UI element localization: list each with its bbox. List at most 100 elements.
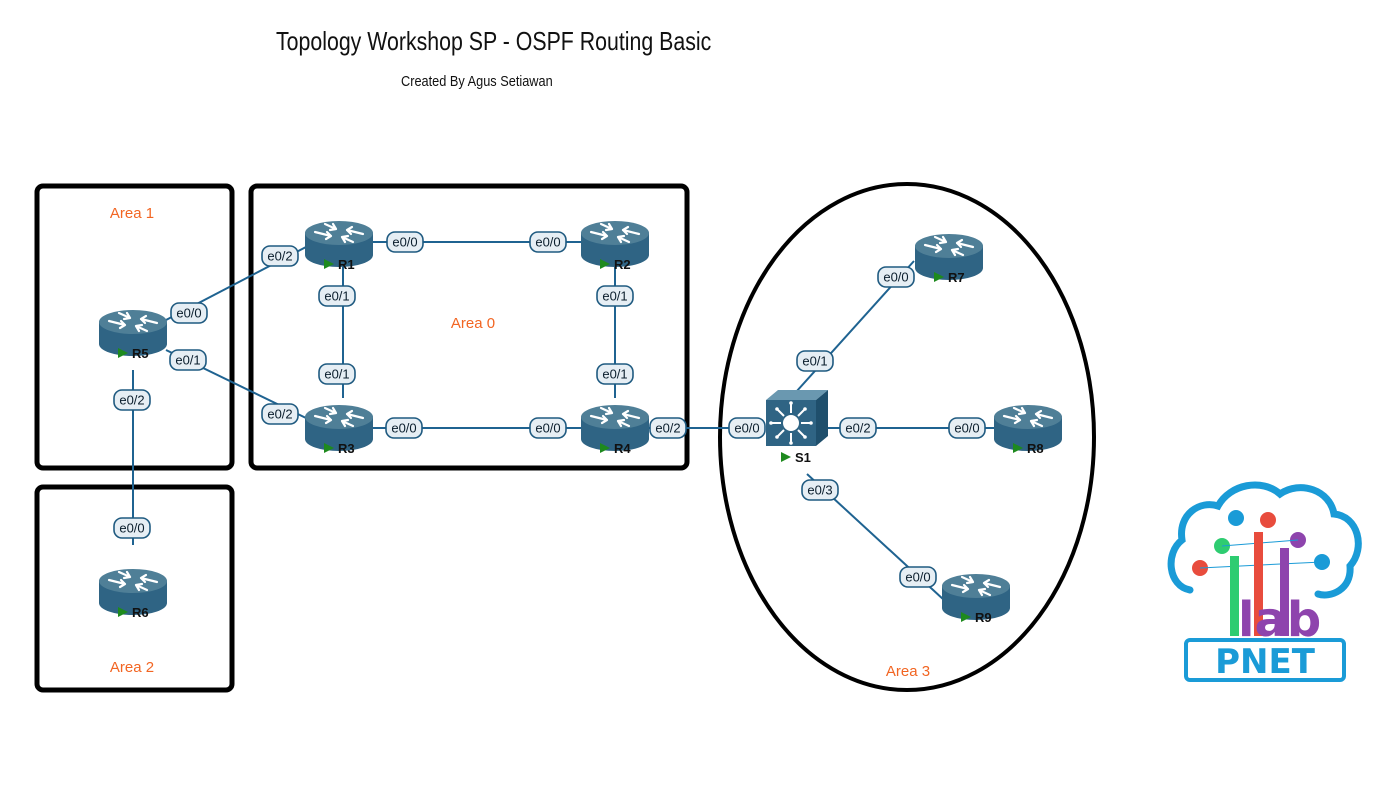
router-r9[interactable] <box>942 574 1010 620</box>
device-label-s1[interactable]: S1 <box>795 450 811 465</box>
arrow-in-right-icon <box>621 409 641 420</box>
port-r5-e0-1-text: e0/1 <box>175 353 200 368</box>
arrow-out-down-icon <box>340 234 355 244</box>
arrow-in-left-icon <box>1002 414 1022 425</box>
arrow-in-left-icon <box>589 414 609 425</box>
port-r5-e0-1[interactable]: e0/1 <box>169 349 207 371</box>
router-top <box>305 405 373 429</box>
diagram-subtitle: Created By Agus Setiawan <box>401 73 553 90</box>
router-r8[interactable] <box>994 405 1062 451</box>
port-r1-e0-0-bg <box>386 231 424 253</box>
device-label-r6[interactable]: R6 <box>132 605 149 620</box>
switch-s1[interactable] <box>766 390 828 446</box>
port-r1-e0-1[interactable]: e0/1 <box>318 285 356 307</box>
device-label-r8[interactable]: R8 <box>1027 441 1044 456</box>
port-r4-e0-2[interactable]: e0/2 <box>649 417 687 439</box>
running-status-icon <box>324 443 334 453</box>
port-r1-e0-0[interactable]: e0/0 <box>386 231 424 253</box>
router-r1[interactable] <box>305 221 373 267</box>
device-label-r7[interactable]: R7 <box>948 270 965 285</box>
device-label-r5[interactable]: R5 <box>132 346 149 361</box>
logo-pnet-text: PNET <box>1215 642 1316 682</box>
arrow-in-left-icon <box>313 230 333 241</box>
network-node-icon <box>1228 510 1244 526</box>
port-s1-e0-1-text: e0/1 <box>802 354 827 369</box>
port-r4-e0-1[interactable]: e0/1 <box>596 363 634 385</box>
switch-side <box>816 390 828 446</box>
arrow-out-down-icon <box>134 582 149 592</box>
device-label-r4[interactable]: R4 <box>614 441 631 456</box>
port-r4-e0-0-bg <box>529 417 567 439</box>
port-labels-layer: e0/0 e0/0 e0/1 e0/1 e0/1 e0/1 e0/0 e0/0 e0/0 e0/2… <box>113 231 986 588</box>
device-label-r1[interactable]: R1 <box>338 257 355 272</box>
arrow-in-right-icon <box>621 225 641 236</box>
port-r9-e0-0[interactable]: e0/0 <box>899 566 937 588</box>
router-r6[interactable] <box>99 569 167 615</box>
router-r2[interactable] <box>581 221 649 267</box>
arrow-out-up-icon <box>323 222 338 232</box>
router-r3[interactable] <box>305 405 373 451</box>
port-r3-e0-1[interactable]: e0/1 <box>318 363 356 385</box>
port-r4-e0-0[interactable]: e0/0 <box>529 417 567 439</box>
area-boundary-area3 <box>718 182 1096 692</box>
port-s1-e0-3[interactable]: e0/3 <box>801 479 839 501</box>
arrow-in-left-icon <box>107 578 127 589</box>
port-r7-e0-0-bg <box>877 266 915 288</box>
port-r5-e0-2[interactable]: e0/2 <box>113 389 151 411</box>
running-status-icon <box>781 452 791 462</box>
area-label-area2: Area 2 <box>110 659 154 676</box>
port-r6-e0-0[interactable]: e0/0 <box>113 517 151 539</box>
arrow-in-right-icon <box>345 409 365 420</box>
router-top <box>305 221 373 245</box>
device-label-r9[interactable]: R9 <box>975 610 992 625</box>
network-node-icon <box>1260 512 1276 528</box>
port-r9-e0-0-text: e0/0 <box>905 570 930 585</box>
port-s1-e0-2-bg <box>839 417 877 439</box>
running-status-icon <box>118 348 128 358</box>
router-top <box>915 234 983 258</box>
router-r7[interactable] <box>915 234 983 280</box>
area-label-area3: Area 3 <box>886 663 930 680</box>
router-top <box>99 310 167 334</box>
port-r7-e0-0[interactable]: e0/0 <box>877 266 915 288</box>
router-top <box>581 221 649 245</box>
port-r2-e0-1[interactable]: e0/1 <box>596 285 634 307</box>
port-s1-e0-0[interactable]: e0/0 <box>728 417 766 439</box>
area-boundary-area0 <box>248 183 690 471</box>
arrow-out-up-icon <box>599 406 614 416</box>
running-status-icon <box>961 612 971 622</box>
port-r4-e0-2-text: e0/2 <box>655 421 680 436</box>
port-s1-e0-0-bg <box>728 417 766 439</box>
port-r1-e0-2-text: e0/2 <box>267 249 292 264</box>
port-r1-e0-2[interactable]: e0/2 <box>261 245 299 267</box>
port-r9-e0-0-bg <box>899 566 937 588</box>
port-r2-e0-0-bg <box>529 231 567 253</box>
logo-bar-stroke <box>1280 548 1289 636</box>
device-label-r2[interactable]: R2 <box>614 257 631 272</box>
router-r4[interactable] <box>581 405 649 451</box>
device-label-r3[interactable]: R3 <box>338 441 355 456</box>
port-r2-e0-0-text: e0/0 <box>535 235 560 250</box>
port-r3-e0-0[interactable]: e0/0 <box>385 417 423 439</box>
running-status-icon <box>600 443 610 453</box>
arrow-out-down-icon <box>977 587 992 597</box>
arrow-out-up-icon <box>323 406 338 416</box>
port-s1-e0-1[interactable]: e0/1 <box>796 350 834 372</box>
arrow-out-down-icon <box>1029 418 1044 428</box>
arrow-out-down-icon <box>340 418 355 428</box>
port-r5-e0-0[interactable]: e0/0 <box>170 302 208 324</box>
port-r3-e0-1-bg <box>318 363 356 385</box>
port-r2-e0-0[interactable]: e0/0 <box>529 231 567 253</box>
arrow-in-left-icon <box>923 243 943 254</box>
port-s1-e0-2[interactable]: e0/2 <box>839 417 877 439</box>
port-r1-e0-2-bg <box>261 245 299 267</box>
port-r8-e0-0[interactable]: e0/0 <box>948 417 986 439</box>
port-r3-e0-2[interactable]: e0/2 <box>261 403 299 425</box>
port-r4-e0-0-text: e0/0 <box>535 421 560 436</box>
port-r3-e0-0-bg <box>385 417 423 439</box>
port-r6-e0-0-bg <box>113 517 151 539</box>
router-r5[interactable] <box>99 310 167 356</box>
